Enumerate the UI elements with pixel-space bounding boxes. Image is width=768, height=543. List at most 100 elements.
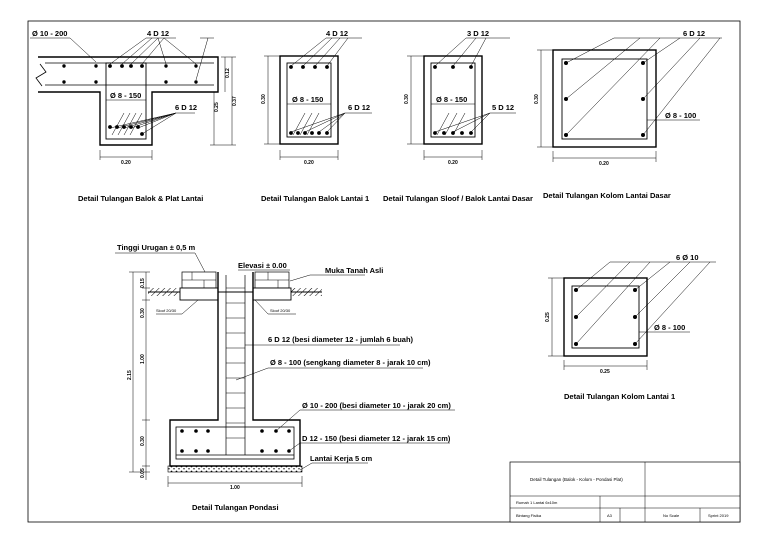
- sloof-left: [179, 287, 219, 301]
- column-stirrup: [571, 285, 640, 349]
- leader-line: [565, 37, 661, 136]
- rebar-dot: [62, 64, 66, 68]
- beam-stirrup: [105, 62, 147, 140]
- rebar-dot: [260, 429, 264, 433]
- leader-line: [565, 37, 641, 100]
- rebar-dot: [451, 65, 455, 69]
- beam-outline: [279, 55, 339, 145]
- detail-pondasi: Tinggi Urugan ± 0,5 m Elevasi ± 0.00 Muk…: [115, 243, 455, 512]
- rebar-dot: [313, 65, 317, 69]
- caption-sloof: Detail Tulangan Sloof / Balok Lantai Das…: [383, 194, 533, 203]
- rebar-dot: [296, 131, 300, 135]
- column-stirrup: [561, 58, 648, 140]
- leader-line: [195, 37, 209, 81]
- detail-sloof: 3 D 12 Ø 8 - 150 5 D 12 0.20 0.30 Detail…: [383, 29, 533, 203]
- leader-line: [634, 261, 711, 345]
- rebar-dot: [433, 131, 437, 135]
- rebar-dot: [260, 449, 264, 453]
- rebar-dot: [206, 429, 210, 433]
- leader-line: [254, 299, 296, 315]
- leader-line: [642, 37, 681, 64]
- rebar-dot: [303, 131, 307, 135]
- slab-outline: [38, 56, 219, 146]
- leader-line: [318, 112, 346, 133]
- leader-line: [141, 112, 177, 135]
- rebar-dot: [317, 131, 321, 135]
- leader-line: [156, 299, 199, 315]
- plate-rebar-label: Ø 10 - 200: [32, 29, 67, 38]
- dim-foot: 0.30: [140, 436, 146, 446]
- rebar-dot: [180, 449, 184, 453]
- top-rebar-label: 3 D 12: [467, 29, 489, 38]
- title-block: Detail Tulangan (Balok - Kolom - Pondasi…: [509, 461, 741, 523]
- rebar-dot: [460, 131, 464, 135]
- leader-line: [634, 261, 671, 291]
- leader-line: [434, 37, 467, 67]
- rebar-dot: [164, 64, 168, 68]
- h-dim-3: 0.37: [232, 96, 238, 106]
- leader-line: [121, 37, 153, 65]
- title-block-title: Detail Tulangan (Balok - Kolom - Pondasi…: [530, 477, 623, 482]
- caption-kolom-lantai1: Detail Tulangan Kolom Lantai 1: [564, 392, 675, 401]
- leader-line: [642, 37, 701, 100]
- rebar-dot: [325, 65, 329, 69]
- sheet-border: [27, 20, 741, 523]
- detail-balok-plat: Ø 10 - 200 4 D 12 Ø 8 - 150 6 D 12 0.20 …: [30, 29, 238, 203]
- elevasi-label: Elevasi ± 0.00: [238, 261, 287, 270]
- height-dim: 0.30: [534, 94, 540, 104]
- sloof-stirrup: [430, 62, 476, 138]
- dim-total: 2.15: [127, 370, 133, 380]
- stirrup-mark: [452, 112, 466, 136]
- top-rebar-label: 4 D 12: [326, 29, 348, 38]
- leader-line: [470, 112, 491, 133]
- leader-line: [290, 112, 346, 133]
- rebar-dot: [194, 80, 198, 84]
- sloof-left-label: Sloof 20/30: [156, 308, 177, 313]
- note-mesh2: D 12 - 150 (besi diameter 12 - jarak 15 …: [302, 434, 451, 443]
- rebar-dot: [451, 131, 455, 135]
- leader-line: [137, 112, 177, 129]
- rebar-dot: [289, 65, 293, 69]
- rebar-dot: [206, 449, 210, 453]
- rebar-dot: [108, 64, 112, 68]
- leader-line: [116, 112, 177, 129]
- rebar-dot: [108, 125, 112, 129]
- leader-line: [575, 261, 651, 345]
- stirrup-label: Ø 8 - 100: [665, 111, 696, 120]
- leader-line: [275, 409, 455, 432]
- width-dim: 0.25: [600, 369, 610, 375]
- main-rebar-label: 6 Ø 10: [676, 253, 699, 262]
- stirrup-label: Ø 8 - 150: [292, 95, 323, 104]
- leader-line: [452, 37, 477, 67]
- sloof-right-label: Sloof 20/30: [270, 308, 291, 313]
- rebar-dot: [301, 65, 305, 69]
- width-dim: 0.20: [448, 160, 458, 166]
- detail-kolom-dasar: 6 D 12 Ø 8 - 100 0.20 0.30 Detail Tulang…: [534, 29, 722, 200]
- title-block-date: Sprint 2019: [708, 513, 729, 518]
- stirrup-label: Ø 8 - 100: [654, 323, 685, 332]
- title-block-frame: [509, 461, 741, 523]
- rebar-dot: [180, 429, 184, 433]
- h-dim-1: 0.12: [225, 68, 231, 78]
- soil-hatch-right: [290, 288, 322, 296]
- top-rebar-label: 4 D 12: [147, 29, 169, 38]
- leader-line: [163, 37, 197, 65]
- leader-line: [235, 367, 423, 381]
- leader-line: [314, 37, 341, 67]
- column-outline: [552, 49, 657, 148]
- rebar-dot: [289, 131, 293, 135]
- title-block-scale: No Scale: [663, 513, 680, 518]
- rebar-dot: [194, 429, 198, 433]
- break-symbol: [35, 63, 47, 87]
- leader-line: [326, 37, 349, 67]
- leader-line: [575, 261, 631, 318]
- stirrup-mark: [111, 112, 125, 136]
- leader-line: [565, 37, 615, 64]
- rebar-dot: [164, 80, 168, 84]
- dim-top: 0.15: [140, 278, 146, 288]
- note-mesh1: Ø 10 - 200 (besi diameter 10 - jarak 20 …: [302, 401, 451, 410]
- leader-line: [157, 37, 167, 65]
- leader-line: [575, 261, 611, 291]
- main-rebar-label: 6 D 12: [683, 29, 705, 38]
